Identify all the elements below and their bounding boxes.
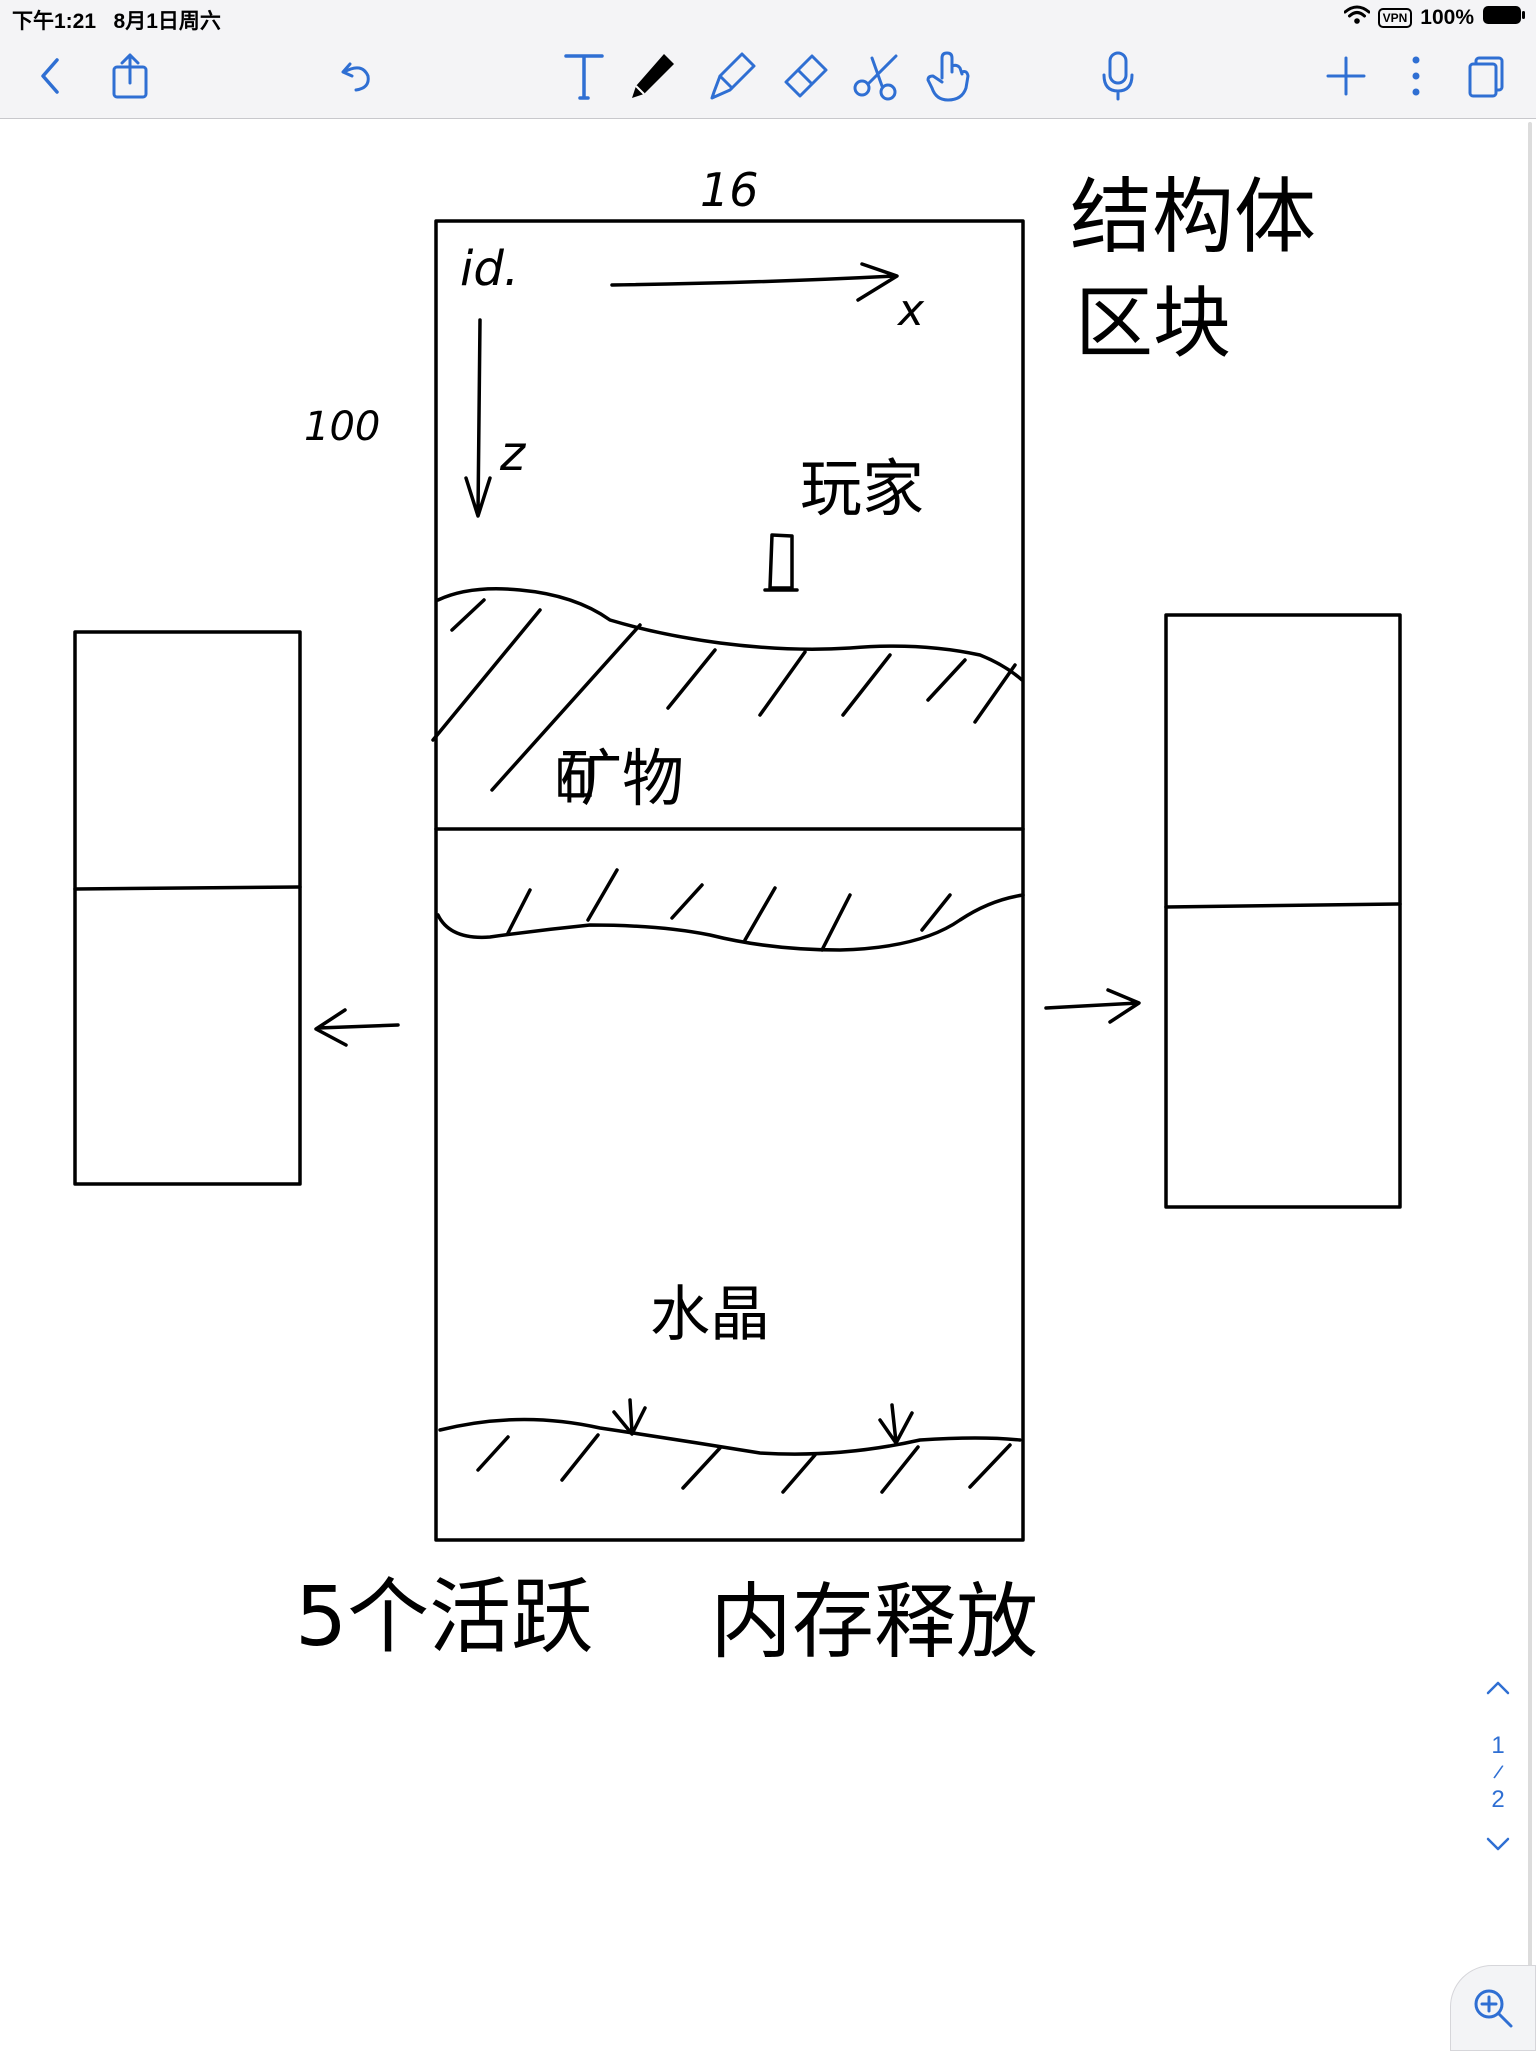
id-label: id. — [460, 241, 519, 297]
page-navigator: 1 / 2 — [1478, 1676, 1518, 1874]
scissors-icon — [853, 54, 898, 101]
status-bar: 下午1:21 8月1日周六 VPN 100% — [0, 0, 1536, 36]
scroll-track[interactable] — [1528, 122, 1532, 2042]
page-up-button[interactable] — [1478, 1676, 1518, 1716]
page-down-button[interactable] — [1478, 1834, 1518, 1874]
width-label: 16 — [700, 163, 759, 217]
undo-icon — [341, 62, 370, 92]
eraser-tool[interactable] — [772, 44, 836, 108]
left-chunk-box — [73, 630, 302, 1186]
active-label: 5个活跃 — [295, 1570, 593, 1665]
microphone-button[interactable] — [1086, 44, 1150, 108]
status-date: 8月1日周六 — [113, 10, 221, 33]
status-datetime: 下午1:21 8月1日周六 — [12, 5, 221, 35]
handwriting-layer: 16 100 id. x z 结构体 区块 玩家 矿物 水晶 5个活跃 内存释放 — [73, 163, 1402, 1670]
vpn-badge: VPN — [1377, 8, 1413, 28]
struct-box — [434, 219, 1025, 1542]
status-time: 下午1:21 — [12, 10, 97, 33]
chevron-left-icon — [41, 58, 59, 94]
eraser-icon — [784, 54, 828, 98]
ore-square — [558, 758, 592, 797]
undo-button[interactable] — [324, 44, 388, 108]
battery-percent: 100% — [1420, 6, 1474, 29]
crystal-label: 水晶 — [650, 1280, 770, 1350]
ore-label: 矿物 — [560, 742, 684, 815]
pen-icon — [632, 54, 674, 98]
wifi-icon — [1343, 5, 1371, 31]
status-indicators: VPN 100% — [1343, 4, 1526, 32]
release-label: 内存释放 — [710, 1575, 1038, 1670]
plus-icon — [1326, 56, 1366, 96]
z-axis-label: z — [499, 426, 527, 482]
toolbar — [0, 36, 1536, 119]
battery-icon — [1482, 4, 1526, 32]
note-canvas[interactable]: 16 100 id. x z 结构体 区块 玩家 矿物 水晶 5个活跃 内存释放 — [0, 119, 1536, 2048]
zoom-in-icon — [1474, 1989, 1513, 2028]
zoom-button[interactable] — [1450, 1965, 1536, 2051]
pages-icon — [1468, 56, 1504, 98]
highlighter-icon — [710, 52, 756, 100]
block-label: 区块 — [1075, 279, 1231, 369]
back-button[interactable] — [18, 44, 82, 108]
add-button[interactable] — [1314, 44, 1378, 108]
total-pages: 2 — [1491, 1786, 1505, 1813]
microphone-icon — [1102, 51, 1134, 101]
struct-title: 结构体 — [1070, 170, 1316, 265]
text-icon — [564, 54, 604, 100]
pages-button[interactable] — [1454, 44, 1518, 108]
more-button[interactable] — [1384, 44, 1448, 108]
current-page: 1 — [1491, 1732, 1505, 1759]
player-label: 玩家 — [800, 452, 924, 525]
lasso-tool[interactable] — [846, 44, 910, 108]
share-icon — [112, 53, 148, 99]
text-tool[interactable] — [552, 44, 616, 108]
chevron-down-icon — [1486, 1837, 1510, 1851]
pen-tool[interactable] — [620, 44, 684, 108]
highlighter-tool[interactable] — [700, 44, 764, 108]
height-label: 100 — [304, 404, 380, 450]
more-vertical-icon — [1412, 56, 1420, 96]
chevron-up-icon — [1486, 1681, 1510, 1695]
touch-tool[interactable] — [916, 44, 980, 108]
share-button[interactable] — [98, 44, 162, 108]
right-chunk-box — [1164, 613, 1402, 1209]
hand-pointer-icon — [926, 51, 970, 102]
x-axis-label: x — [896, 285, 925, 336]
